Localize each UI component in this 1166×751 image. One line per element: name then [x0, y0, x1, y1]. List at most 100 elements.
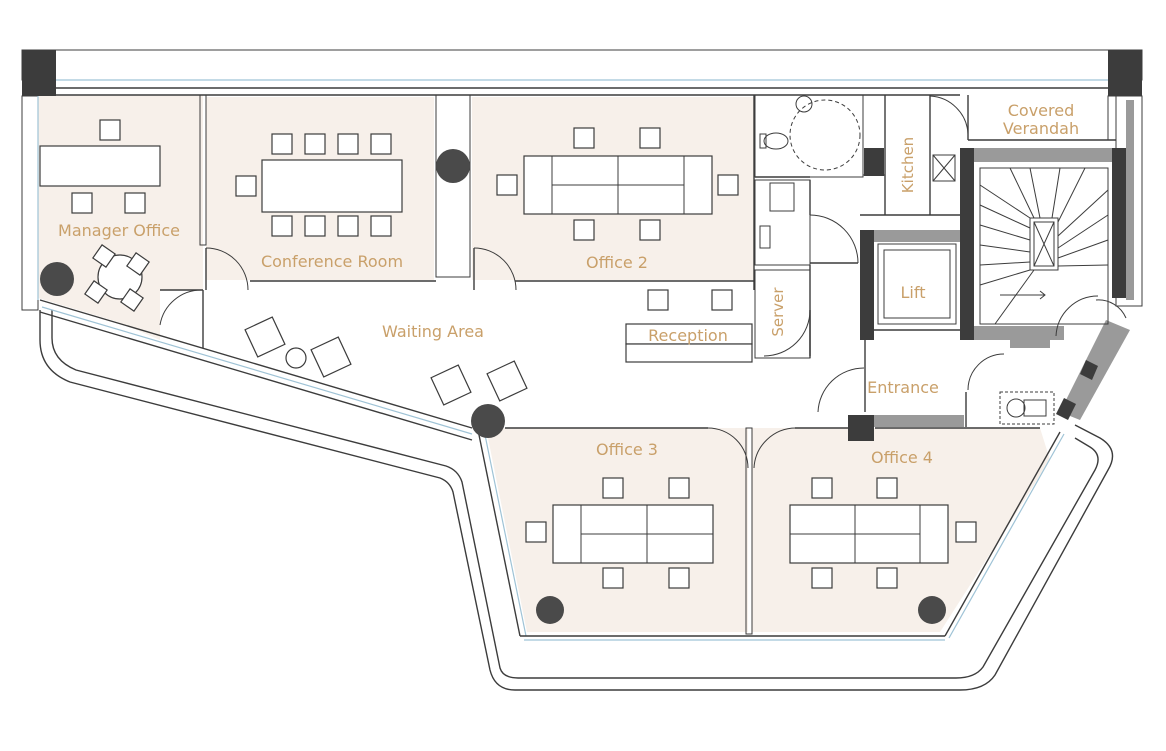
wheelchair-seat [1023, 399, 1047, 417]
door-office-2 [473, 247, 517, 291]
lift-wall-left [860, 230, 874, 340]
label-office-2: Office 2 [586, 253, 648, 272]
door-shower [809, 214, 859, 264]
wall-mgr-conf [199, 94, 207, 246]
right-facade-glass [1126, 100, 1134, 300]
column-2 [40, 262, 74, 296]
stair-wall-right [1112, 148, 1126, 298]
entrance-zone [848, 340, 1055, 441]
label-reception: Reception [648, 326, 728, 345]
shower-room [754, 179, 811, 266]
office4-furniture [789, 477, 977, 589]
stair-core [960, 148, 1126, 340]
door-right-facade [1095, 299, 1127, 319]
door-entrance [817, 367, 865, 413]
label-conference-room: Conference Room [261, 252, 403, 271]
stair-area [979, 167, 1109, 325]
wc-fixtures [759, 95, 861, 249]
label-entrance: Entrance [867, 378, 939, 397]
label-server: Server [769, 287, 787, 337]
label-verandah: Verandah [1003, 119, 1079, 138]
room-labels: Manager Office Conference Room Office 2 … [58, 101, 1079, 467]
label-lift: Lift [901, 283, 926, 302]
wc-toilet [763, 132, 789, 150]
shower-basin [759, 225, 771, 249]
shower-toilet [769, 182, 795, 212]
top-left-pillar [22, 50, 56, 96]
entrance-wall-bottom [874, 415, 964, 427]
label-manager-office: Manager Office [58, 221, 180, 240]
top-right-pillar [1108, 50, 1142, 96]
entrance-pillar [848, 415, 874, 441]
diag-facade-2 [39, 311, 473, 441]
door-entrance-2 [967, 353, 1005, 391]
door-stair [1055, 295, 1099, 337]
wall-conf-off2 [435, 94, 471, 278]
stove-x2 [932, 154, 956, 182]
top-beam [21, 49, 1143, 96]
interior-walls [160, 94, 1117, 635]
door-server [763, 309, 811, 357]
column-5 [536, 596, 564, 624]
wc-cistern [759, 133, 767, 149]
lift [860, 230, 974, 340]
top-beam-outer [21, 49, 1143, 81]
office4-glass [948, 433, 1065, 639]
lift-wall-top [874, 230, 960, 242]
conference-furniture [235, 133, 403, 237]
wheelchair-lift [999, 391, 1055, 425]
doors [159, 95, 1127, 469]
office3-glass [483, 429, 527, 637]
column-3 [436, 149, 470, 183]
label-waiting-area: Waiting Area [382, 322, 484, 341]
waiting-furniture [244, 289, 753, 406]
right-diag-post-1 [1080, 360, 1098, 380]
wheelchair-wheel [1006, 398, 1026, 418]
column-4 [471, 404, 505, 438]
wc-room [754, 94, 864, 178]
left-facade-frame [21, 95, 39, 311]
office2-furniture [496, 127, 739, 241]
wc-pillar [864, 148, 884, 176]
manager-furniture [39, 119, 161, 312]
terrace-inner-left [51, 310, 1099, 679]
stair-wall-top [974, 148, 1112, 162]
label-covered: Covered [1008, 101, 1075, 120]
lift-wall-right [960, 230, 974, 340]
label-kitchen: Kitchen [899, 137, 917, 193]
left-facade [21, 95, 1065, 641]
door-verandah [929, 95, 969, 135]
verandah-right [1107, 95, 1117, 141]
stair-wall-bottom [974, 326, 1064, 340]
terrace-outer-left [39, 310, 1114, 691]
entrance-wall-top [1010, 340, 1050, 348]
lift-inner [883, 249, 951, 319]
wc-basin [795, 95, 813, 113]
diag-glass-1 [41, 306, 473, 435]
stair-well [1029, 217, 1059, 271]
label-office-4: Office 4 [871, 448, 933, 467]
stair-arrow [1000, 290, 1046, 300]
door-conference [205, 247, 249, 291]
office4-facade [944, 431, 1061, 637]
stair-treads [979, 167, 1109, 325]
turning-circle [789, 99, 861, 171]
diag-facade-1 [39, 299, 473, 429]
wall-off3-off4 [745, 427, 753, 635]
kitchen-stove [932, 154, 956, 182]
door-manager [159, 289, 203, 326]
column-6 [918, 596, 946, 624]
office3-facade-a [477, 429, 521, 637]
stair-well-inner [1033, 221, 1055, 267]
door-office-3 [707, 427, 749, 469]
lift-car [877, 243, 957, 325]
well-x2 [1033, 221, 1055, 267]
right-facade [1056, 95, 1143, 420]
terrace-outline [39, 310, 1114, 691]
office3-furniture [525, 477, 714, 589]
right-diag-post-2 [1056, 398, 1076, 420]
label-office-3: Office 3 [596, 440, 658, 459]
door-office-4 [753, 427, 797, 469]
